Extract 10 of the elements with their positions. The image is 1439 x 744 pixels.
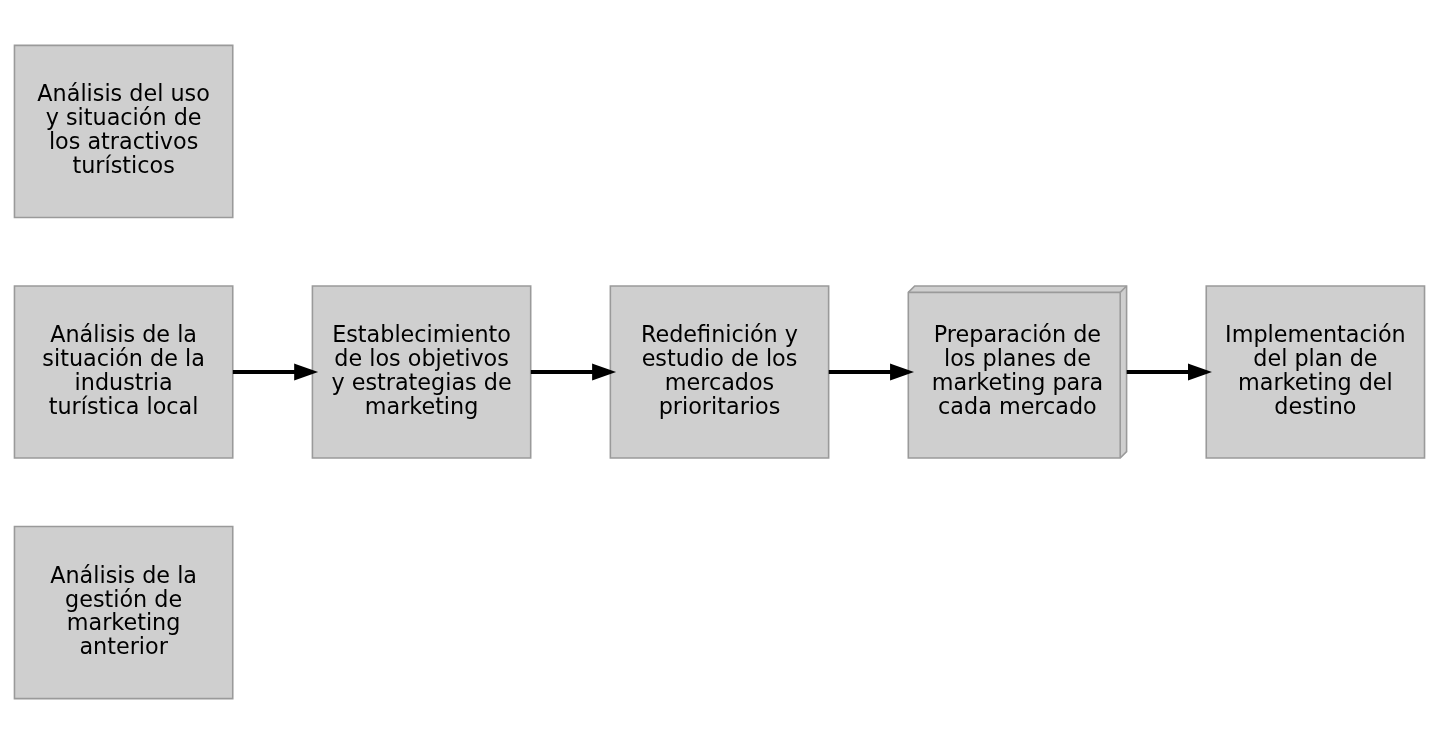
arrow (530, 363, 617, 381)
node-box: Análisis de la situación de la industria turística local (13, 285, 234, 459)
arrow (1126, 363, 1212, 381)
arrow (828, 363, 914, 381)
node-box: Redefinición y estudio de los mercados prioritarios (609, 285, 830, 459)
node-box: Implementación del plan de marketing del destino (1205, 285, 1426, 459)
node-box: Análisis del uso y situación de los atractivos turísticos (13, 44, 234, 219)
node-box: Análisis de la gestión de marketing anterior (13, 525, 234, 700)
arrow (232, 363, 319, 381)
node-box: Establecimiento de los objetivos y estrategias de marketing (311, 285, 532, 459)
